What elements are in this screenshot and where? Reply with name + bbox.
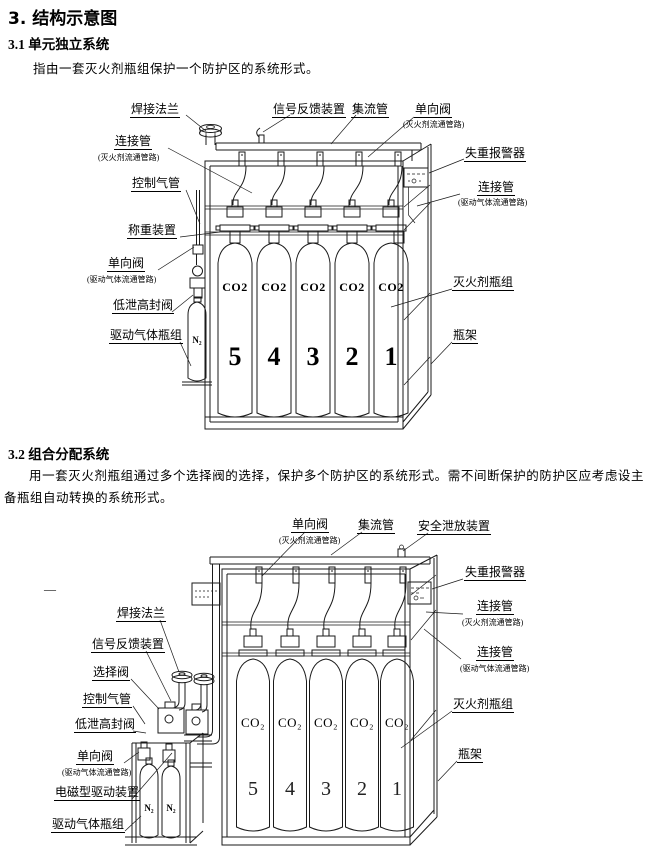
diagram-unit-independent: 焊接法兰 信号反馈装置 集流管 单向阀 (灭火剂流通管路) 失重报警器 连接管 …: [0, 95, 647, 445]
label-rack: 瓶架: [457, 747, 484, 763]
cylinder-number: 3: [321, 778, 331, 800]
n2-bottle-label: N₂: [166, 803, 176, 813]
heading-3-2: 3.2 组合分配系统: [8, 447, 110, 462]
cylinder-gas: CO2: [339, 280, 365, 294]
label-weight-loss-alarm: 失重报警器: [464, 565, 527, 581]
cylinder-gas: CO₂: [349, 715, 375, 730]
diagram-combined-distribution: 单向阀 (灭火剂流通管路) 集流管 安全泄放装置 失重报警器 连接管 (灭火剂流…: [0, 505, 647, 855]
page-title: 3. 结构示意图: [8, 9, 118, 29]
cylinder-number: 2: [345, 342, 359, 371]
label-weld-flange: 焊接法兰: [130, 102, 181, 118]
label-check-valve-agent-sub: (灭火剂流通管路): [403, 120, 465, 129]
leader-lines: [123, 531, 464, 832]
label-drive-cylinders: 驱动气体瓶组: [109, 328, 184, 344]
label-connect-pipe-agent-sub: (灭火剂流通管路): [98, 153, 160, 162]
label-solenoid-drive: 电磁型驱动装置: [54, 785, 141, 801]
label-control-pipe: 控制气管: [82, 692, 133, 708]
cylinder-number: 1: [392, 778, 402, 800]
label-connect-pipe-agent: 连接管: [114, 134, 153, 150]
cylinder-number: 3: [306, 342, 320, 371]
label-connect-pipe-agent-sub: (灭火剂流通管路): [462, 618, 524, 627]
paragraph-3-1: 指由一套灭火剂瓶组保护一个防护区的系统形式。: [33, 62, 320, 76]
label-check-valve-agent: 单向阀: [414, 102, 453, 118]
label-connect-pipe-drive: 连接管: [477, 180, 516, 196]
label-drive-cylinders: 驱动气体瓶组: [51, 817, 126, 833]
cylinder-gas: CO2: [222, 280, 248, 294]
label-check-valve-agent-sub: (灭火剂流通管路): [279, 536, 341, 545]
n2-bottle-label: N₂: [192, 335, 202, 345]
cylinder-gas: CO₂: [240, 715, 266, 730]
cylinder-gas: CO₂: [277, 715, 303, 730]
label-rack: 瓶架: [452, 328, 479, 344]
label-check-valve-drive: 单向阀: [76, 749, 115, 765]
label-check-valve-drive-sub: (驱动气体流通管路): [87, 275, 157, 284]
label-signal-feedback: 信号反馈装置: [272, 102, 347, 118]
cylinder-gas: CO2: [300, 280, 326, 294]
diagram2-linework: [123, 531, 464, 846]
paragraph-3-2: 用一套灭火剂瓶组通过多个选择阀的选择，保护多个防护区的系统形式。需不间断保护的防…: [4, 469, 644, 505]
label-connect-pipe-drive: 连接管: [476, 645, 515, 661]
label-control-pipe: 控制气管: [131, 176, 182, 192]
label-safety-relief: 安全泄放装置: [417, 519, 492, 535]
label-check-valve-drive-sub: (驱动气体流通管路): [62, 768, 132, 777]
diagram1-linework: [157, 114, 465, 430]
n2-bottle-label: N₂: [144, 803, 154, 813]
label-low-leak-valve: 低泄高封阀: [74, 717, 137, 733]
cylinder-gas: CO2: [261, 280, 287, 294]
label-check-valve-agent: 单向阀: [291, 517, 330, 533]
label-connect-pipe-agent: 连接管: [476, 599, 515, 615]
label-weight-loss-alarm: 失重报警器: [464, 146, 527, 162]
cylinder-gas: CO2: [378, 280, 404, 294]
cylinder-gas: CO₂: [384, 715, 410, 730]
label-weighing-device: 称重装置: [127, 223, 178, 239]
cylinder-gas: CO₂: [313, 715, 339, 730]
label-connect-pipe-drive-sub: (驱动气体流通管路): [460, 664, 530, 673]
label-agent-cylinders: 灭火剂瓶组: [452, 275, 515, 291]
cylinder-number: 4: [267, 342, 281, 371]
cylinder-number: 2: [357, 778, 367, 800]
label-weld-flange: 焊接法兰: [116, 606, 167, 622]
label-selector-valve: 选择阀: [92, 665, 131, 681]
cylinder-number: 4: [285, 778, 295, 800]
heading-3-1: 3.1 单元独立系统: [8, 37, 110, 52]
label-check-valve-drive: 单向阀: [107, 256, 146, 272]
label-manifold: 集流管: [357, 518, 396, 534]
label-manifold: 集流管: [351, 102, 390, 118]
cylinder-number: 5: [248, 778, 258, 800]
leader-lines: [157, 114, 465, 367]
stray-dash: —: [44, 582, 56, 596]
label-agent-cylinders: 灭火剂瓶组: [452, 697, 515, 713]
label-signal-feedback: 信号反馈装置: [91, 637, 166, 653]
label-low-leak-valve: 低泄高封阀: [112, 298, 175, 314]
cylinder-number: 5: [228, 342, 242, 371]
label-connect-pipe-drive-sub: (驱动气体流通管路): [458, 198, 528, 207]
cylinder-number: 1: [384, 342, 398, 371]
